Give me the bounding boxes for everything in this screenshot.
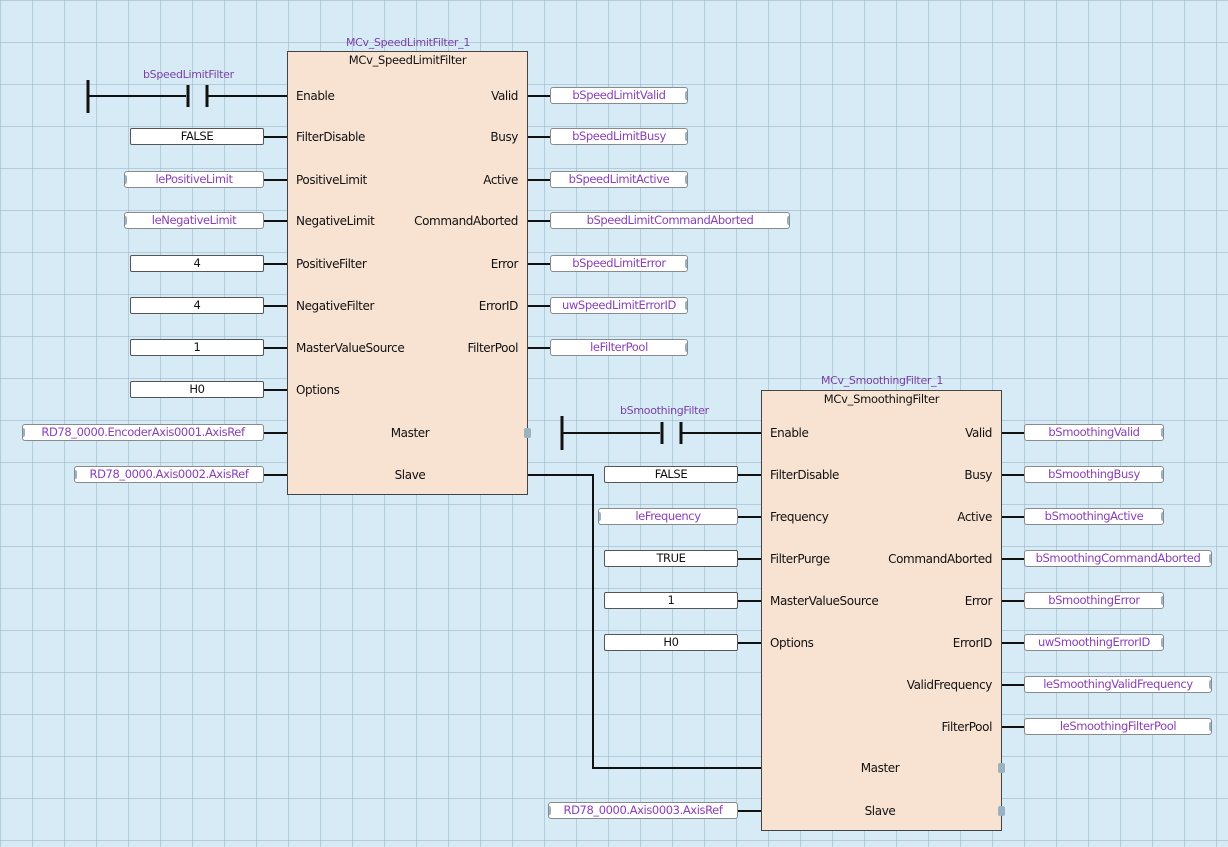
- block1-pin-positivelimit: PositiveLimit: [296, 173, 367, 187]
- block2-pin-busy: Busy: [964, 468, 992, 482]
- block1-pin-enable: Enable: [296, 89, 335, 103]
- block1-pin-error: Error: [490, 257, 519, 271]
- block1-output-commandaborted[interactable]: bSpeedLimitCommandAborted: [550, 212, 790, 229]
- block2-input-frequency[interactable]: leFrequency: [598, 508, 738, 525]
- block2-output-errorid[interactable]: uwSmoothingErrorID: [1024, 634, 1164, 651]
- block2-output-commandaborted[interactable]: bSmoothingCommandAborted: [1024, 550, 1212, 567]
- block1-input-options[interactable]: H0: [130, 381, 264, 398]
- block2-input-options[interactable]: H0: [604, 634, 738, 651]
- block2-pin-validfrequency: ValidFrequency: [906, 678, 993, 692]
- block2-inout-slave[interactable]: RD78_0000.Axis0003.AxisRef: [548, 802, 738, 819]
- block1-output-error[interactable]: bSpeedLimitError: [550, 255, 688, 272]
- block1-pin-positivefilter: PositiveFilter: [296, 257, 367, 271]
- block1-input-positivelimit[interactable]: lePositiveLimit: [124, 171, 264, 188]
- block2-pin-valid: Valid: [965, 426, 992, 440]
- block2-output-validfrequency[interactable]: leSmoothingValidFrequency: [1024, 676, 1212, 693]
- block1-pin-negativelimit: NegativeLimit: [296, 214, 375, 228]
- block1-input-mastervaluesource[interactable]: 1: [130, 339, 264, 356]
- block2-output-valid[interactable]: bSmoothingValid: [1024, 424, 1164, 441]
- block1-output-filterpool[interactable]: leFilterPool: [550, 339, 688, 356]
- block1-pin-errorid: ErrorID: [478, 299, 519, 313]
- wire-slave-to-master: [527, 474, 762, 769]
- block1-pin-filterdisable: FilterDisable: [296, 130, 366, 144]
- block2-output-error[interactable]: bSmoothingError: [1024, 592, 1164, 609]
- block1-output-active[interactable]: bSpeedLimitActive: [550, 171, 688, 188]
- block2-function-block[interactable]: MCv_SmoothingFilter: [761, 390, 1002, 831]
- block1-contact-label[interactable]: bSpeedLimitFilter: [143, 68, 234, 81]
- block1-pin-filterpool: FilterPool: [467, 341, 518, 355]
- block2-instance-name[interactable]: MCv_SmoothingFilter_1: [820, 374, 944, 387]
- block2-master-connector[interactable]: [998, 763, 1005, 773]
- block2-pin-master: Master: [860, 761, 900, 775]
- block1-type-name: MCv_SpeedLimitFilter: [348, 53, 467, 67]
- block1-pin-busy: Busy: [490, 130, 518, 144]
- block2-pin-frequency: Frequency: [770, 510, 829, 524]
- block1-pin-active: Active: [483, 173, 518, 187]
- block1-input-negativefilter[interactable]: 4: [130, 297, 264, 314]
- block1-output-errorid[interactable]: uwSpeedLimitErrorID: [550, 297, 688, 314]
- block2-pin-active: Active: [957, 510, 992, 524]
- block2-pin-options: Options: [770, 636, 814, 650]
- block1-inout-slave[interactable]: RD78_0000.Axis0002.AxisRef: [74, 466, 264, 483]
- block1-pin-valid: Valid: [491, 89, 518, 103]
- block1-pin-master: Master: [390, 426, 430, 440]
- block1-output-busy[interactable]: bSpeedLimitBusy: [550, 128, 688, 145]
- block2-input-filterpurge[interactable]: TRUE: [604, 550, 738, 567]
- block2-contact-label[interactable]: bSmoothingFilter: [620, 404, 709, 417]
- block2-pin-commandaborted: CommandAborted: [888, 552, 992, 566]
- block1-function-block[interactable]: MCv_SpeedLimitFilter: [287, 51, 528, 495]
- block2-pin-enable: Enable: [770, 426, 809, 440]
- block1-inout-master[interactable]: RD78_0000.EncoderAxis0001.AxisRef: [22, 424, 264, 441]
- block2-pin-filterpurge: FilterPurge: [770, 552, 830, 566]
- block2-pin-filterdisable: FilterDisable: [770, 468, 840, 482]
- block2-pin-slave: Slave: [864, 804, 896, 818]
- block1-instance-name[interactable]: MCv_SpeedLimitFilter_1: [345, 36, 471, 49]
- block1-pin-slave: Slave: [394, 468, 426, 482]
- block2-output-busy[interactable]: bSmoothingBusy: [1024, 466, 1164, 483]
- block2-slave-connector[interactable]: [998, 806, 1005, 816]
- block1-pin-options: Options: [296, 383, 340, 397]
- block1-pin-commandaborted: CommandAborted: [414, 214, 518, 228]
- block1-input-filterdisable[interactable]: FALSE: [130, 128, 264, 145]
- block1-output-valid[interactable]: bSpeedLimitValid: [550, 87, 688, 104]
- block2-output-filterpool[interactable]: leSmoothingFilterPool: [1024, 718, 1212, 735]
- block1-input-negativelimit[interactable]: leNegativeLimit: [124, 212, 264, 229]
- block2-pin-errorid: ErrorID: [952, 636, 993, 650]
- block2-pin-error: Error: [964, 594, 993, 608]
- block2-output-active[interactable]: bSmoothingActive: [1024, 508, 1164, 525]
- block2-input-mastervaluesource[interactable]: 1: [604, 592, 738, 609]
- block2-type-name: MCv_SmoothingFilter: [823, 392, 940, 406]
- block2-pin-mastervaluesource: MasterValueSource: [770, 594, 879, 608]
- block1-pin-negativefilter: NegativeFilter: [296, 299, 374, 313]
- block1-input-positivefilter[interactable]: 4: [130, 255, 264, 272]
- block1-master-connector[interactable]: [524, 428, 531, 438]
- block2-pin-filterpool: FilterPool: [941, 720, 992, 734]
- block1-pin-mastervaluesource: MasterValueSource: [296, 341, 405, 355]
- block2-input-filterdisable[interactable]: FALSE: [604, 466, 738, 483]
